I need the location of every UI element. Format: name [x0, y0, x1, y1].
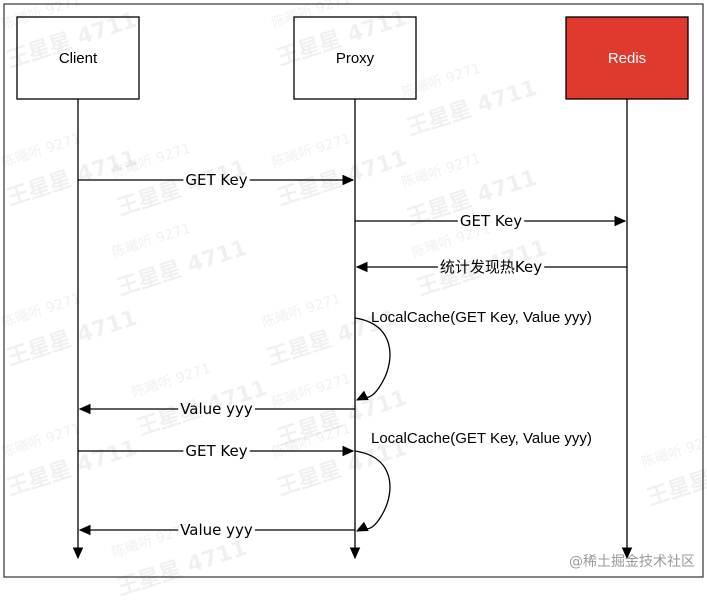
participant-proxy-box: [293, 16, 417, 100]
message-label: GET Key: [460, 212, 522, 230]
message-label: GET Key: [185, 171, 247, 189]
site-watermark: @稀土掘金技术社区: [569, 554, 695, 570]
participant-redis-label: Redis: [608, 50, 646, 67]
message-label-bg: [183, 171, 250, 189]
message-label-bg: [457, 212, 525, 230]
self-call-label: LocalCache(GET Key, Value yyy): [371, 309, 592, 326]
message-label-bg: [183, 442, 250, 460]
self-call-label: LocalCache(GET Key, Value yyy): [371, 430, 592, 447]
participant-proxy-label: Proxy: [336, 50, 375, 67]
message-label-bg: [437, 258, 545, 276]
message-label-bg: [178, 400, 255, 418]
message-label-bg: [178, 521, 255, 539]
message-label: Value yyy: [180, 400, 253, 418]
self-call-arrow: [354, 317, 391, 401]
participant-client-label: Client: [59, 50, 98, 67]
message-label: GET Key: [185, 442, 247, 460]
participant-client-box: [16, 16, 140, 100]
message-label: 统计发现热Key: [440, 258, 542, 276]
diagram-frame: [3, 3, 704, 578]
self-call-arrow: [354, 450, 391, 532]
message-label: Value yyy: [180, 521, 253, 539]
participant-redis-box: [565, 16, 689, 100]
